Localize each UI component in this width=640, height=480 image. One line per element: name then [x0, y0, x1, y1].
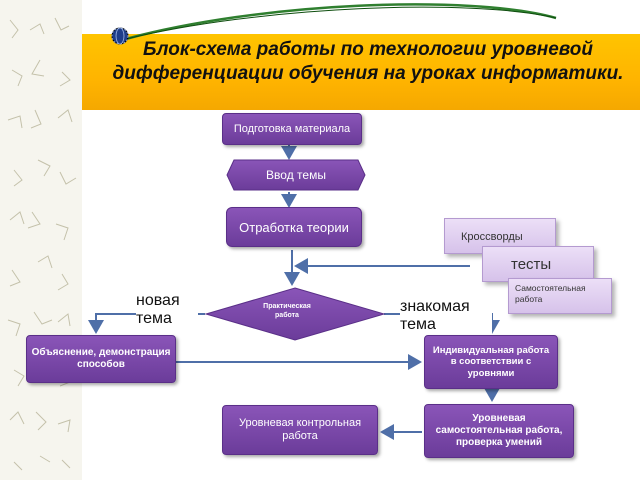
- node-level-test: Уровневая контрольная работа: [222, 405, 378, 455]
- decorative-swoosh: [121, 3, 557, 42]
- node-level-independent-label: Уровневая самостоятельная работа, провер…: [435, 413, 563, 448]
- node-topic-intro: Ввод темы: [232, 161, 360, 189]
- branch-familiar-topic: знакомая тема: [400, 298, 492, 334]
- node-preparation: Подготовка материала: [222, 113, 362, 145]
- node-topic-intro-label: Ввод темы: [266, 168, 326, 182]
- node-level-independent: Уровневая самостоятельная работа, провер…: [424, 404, 574, 458]
- node-theory-label: Отработка теории: [239, 219, 349, 235]
- node-preparation-label: Подготовка материала: [233, 122, 351, 135]
- material-independent-label: Самостоятельная работа: [515, 283, 586, 304]
- node-practical-label: Практическая работа: [263, 303, 311, 319]
- branch-new-topic: новая тема: [136, 292, 198, 328]
- material-crosswords-label: Кроссворды: [461, 231, 523, 243]
- node-topic-intro-shape: [226, 159, 366, 191]
- node-individual: Индивидуальная работа в соответствии с у…: [424, 335, 558, 389]
- node-level-test-label: Уровневая контрольная работа: [238, 417, 362, 442]
- branch-familiar-topic-label: знакомая тема: [400, 298, 470, 333]
- node-practical-diamond: [204, 287, 386, 341]
- material-tests-label: тесты: [511, 256, 552, 273]
- branch-new-topic-label: новая тема: [136, 292, 180, 327]
- decorative-pattern-strip: [0, 0, 82, 480]
- material-tests: тесты: [482, 246, 594, 282]
- node-explanation: Объяснение, демонстрация способов: [26, 335, 176, 383]
- page-title: Блок-схема работы по технологии уровнево…: [112, 39, 624, 84]
- node-explanation-label: Объяснение, демонстрация способов: [31, 347, 171, 370]
- material-independent: Самостоятельная работа: [508, 278, 612, 314]
- title-banner: [82, 34, 640, 110]
- node-theory: Отработка теории: [226, 207, 362, 247]
- node-individual-label: Индивидуальная работа в соответствии с у…: [432, 344, 550, 379]
- globe-icon: [111, 27, 129, 45]
